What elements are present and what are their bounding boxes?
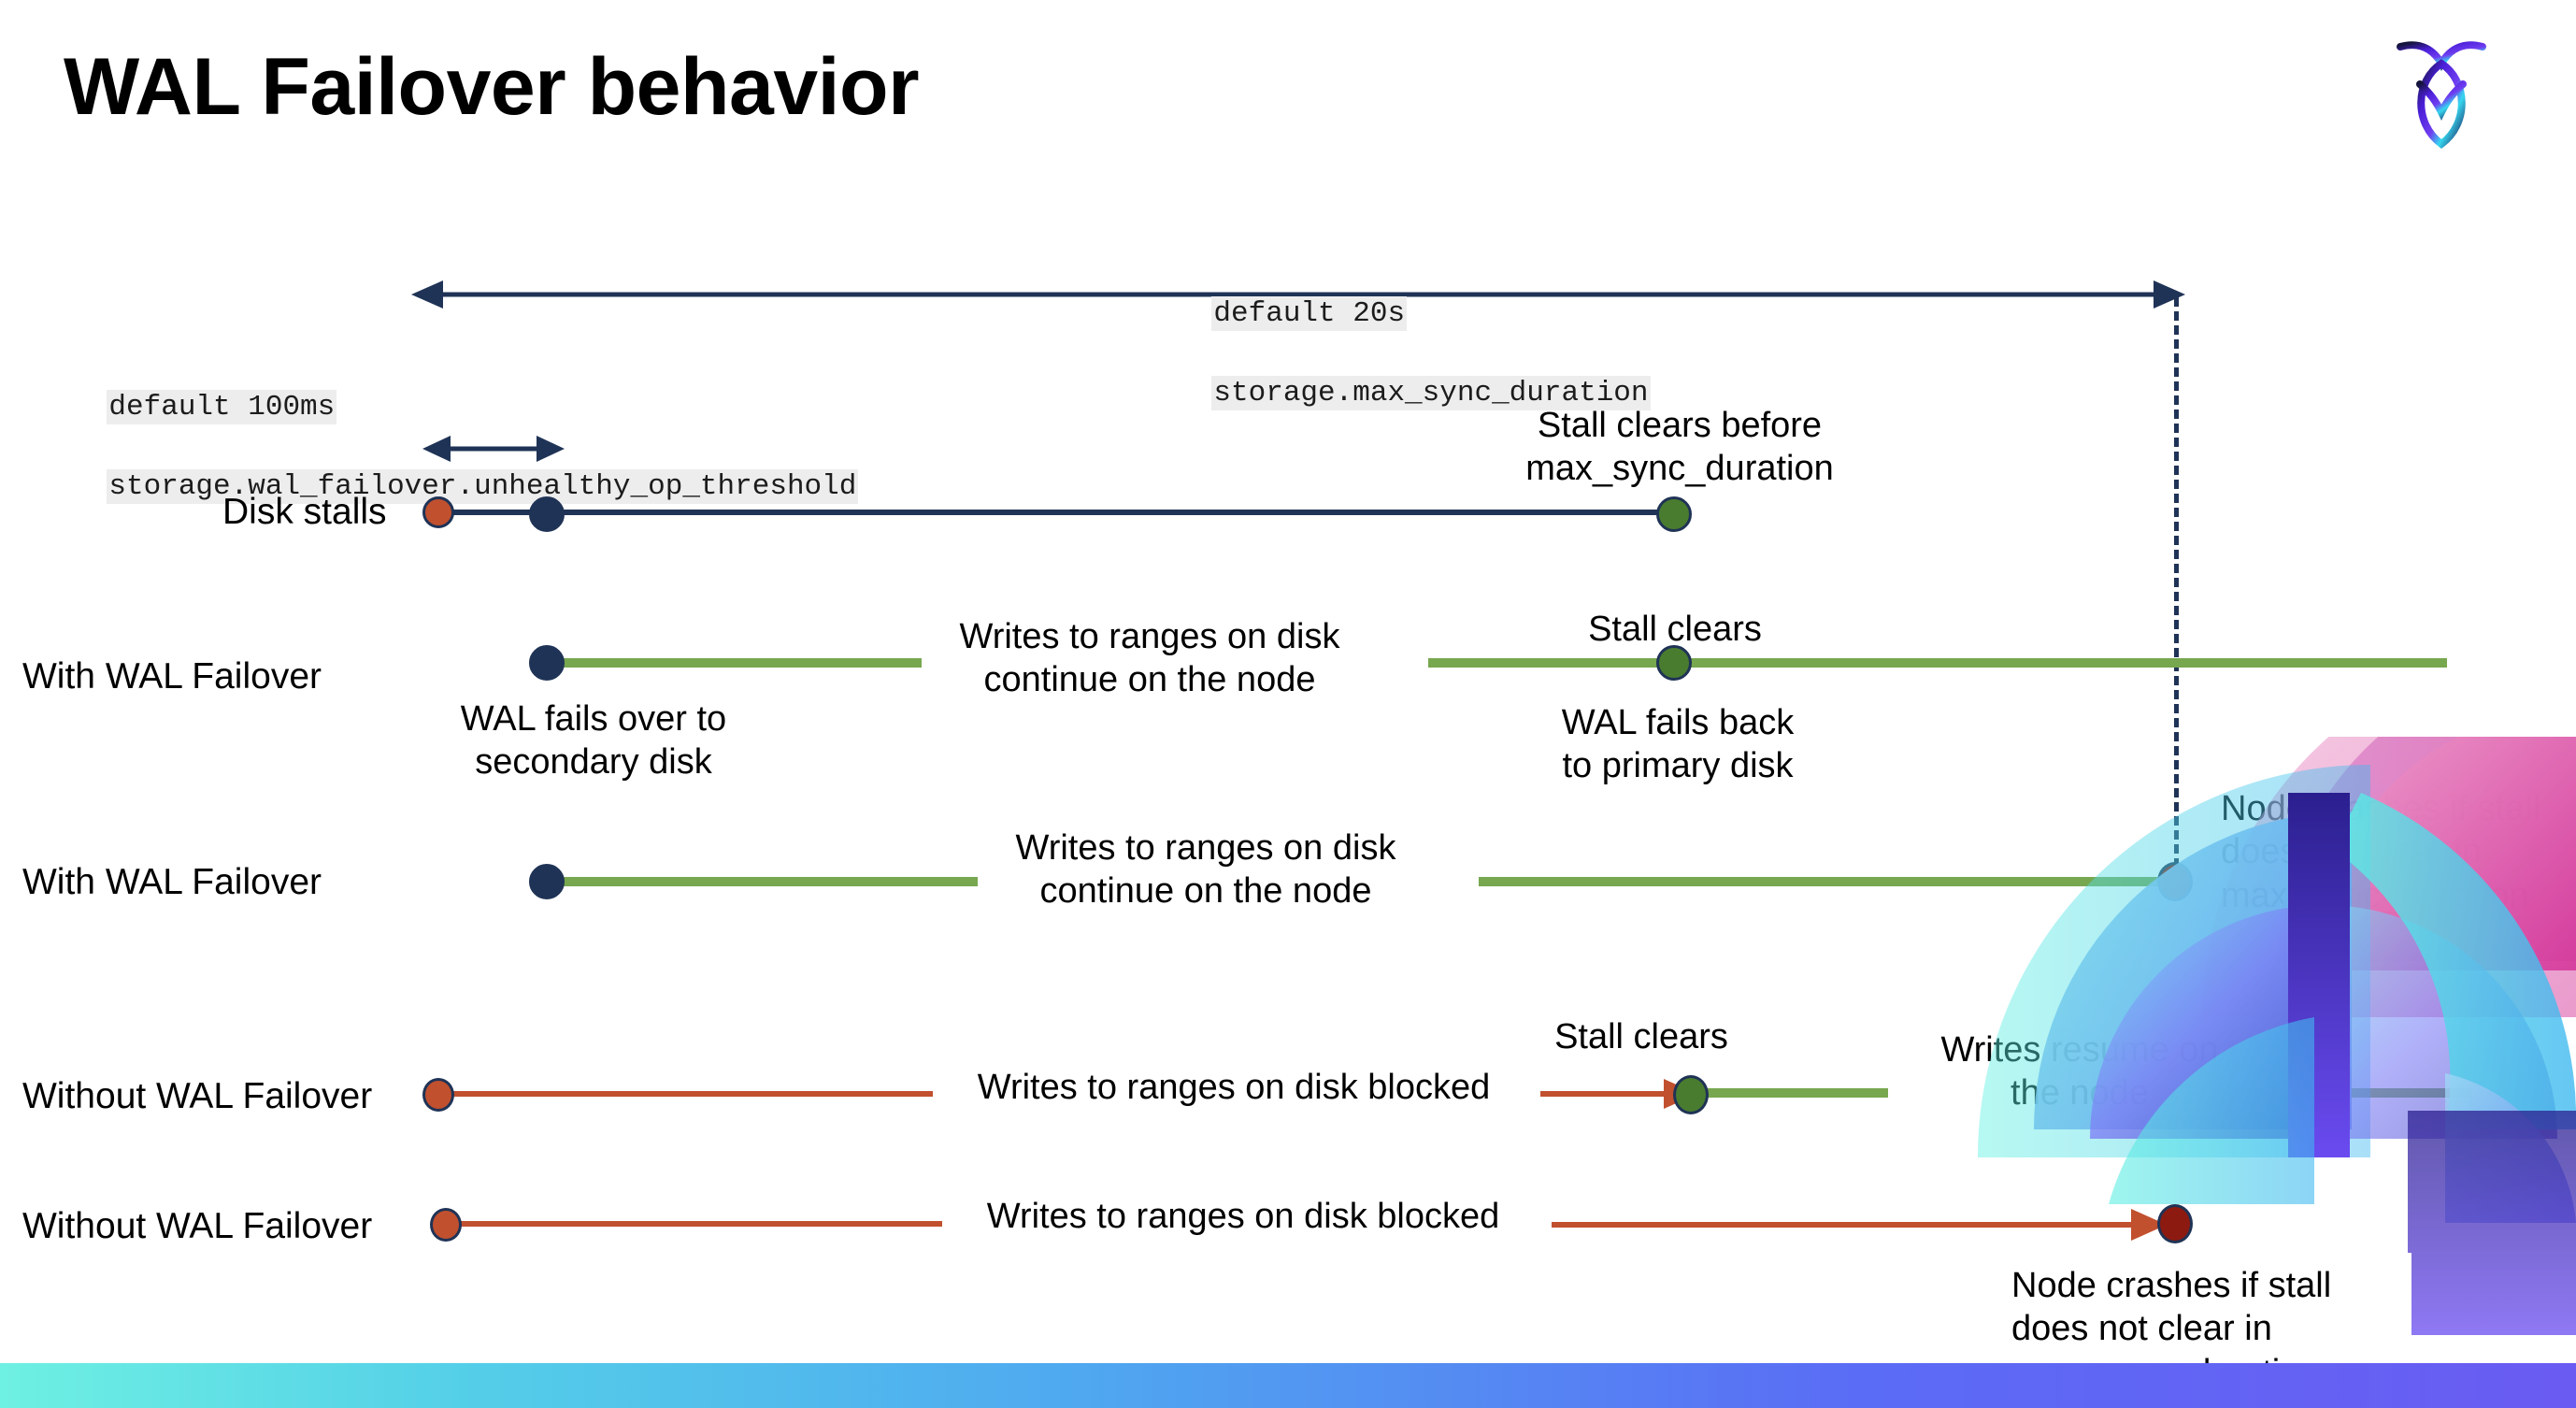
max-sync-duration-span-arrow <box>411 280 2185 309</box>
with-wal-failover-crash-start-dot <box>529 864 565 899</box>
annotation-writes-resume: Writes resume on the node <box>1940 1030 2219 1113</box>
row-label-without-wal-failover-clears: Without WAL Failover <box>22 1076 373 1116</box>
cockroachdb-logo-icon <box>2389 26 2494 153</box>
annotation-stall-clears-1: Stall clears <box>1588 610 1762 649</box>
max-sync-duration-label: default 20s storage.max_sync_duration <box>1142 254 1651 454</box>
disk-stall-failover-dot <box>529 496 565 532</box>
with-wal-failover-crash-timeline-left <box>548 877 978 886</box>
row-label-disk-stalls: Disk stalls <box>222 492 387 532</box>
without-wal-failover-clears-event-dot <box>1673 1075 1709 1114</box>
with-wal-failover-crash-node-dot <box>2157 862 2193 901</box>
annotation-node-crashes-1: Node crashes if stall does not clear in … <box>2221 789 2541 915</box>
without-wal-failover-clears-timeline-mid <box>1701 1088 1888 1098</box>
with-wal-failover-clears-timeline-right <box>1428 658 2447 668</box>
without-wal-failover-crash-timeline-left <box>437 1221 942 1227</box>
unhealthy-op-threshold-setting: storage.wal_failover.unhealthy_op_thresh… <box>107 469 859 505</box>
with-wal-failover-clears-event-dot <box>1656 645 1692 681</box>
annotation-wal-fails-over: WAL fails over to secondary disk <box>460 699 727 783</box>
without-wal-failover-crash-start-dot <box>430 1208 462 1242</box>
disk-stall-start-dot <box>422 496 454 528</box>
with-wal-failover-clears-timeline-left <box>548 658 922 668</box>
disk-stalls-timeline <box>437 510 1681 515</box>
annotation-writes-blocked-1: Writes to ranges on disk blocked <box>977 1068 1491 1107</box>
with-wal-failover-clears-start-dot <box>529 645 565 681</box>
unhealthy-op-threshold-default: default 100ms <box>107 389 337 424</box>
unhealthy-op-threshold-label: default 100ms storage.wal_failover.unhea… <box>37 348 859 548</box>
with-wal-failover-crash-timeline-right <box>1479 877 2182 886</box>
max-sync-duration-default: default 20s <box>1211 295 1408 331</box>
annotation-writes-blocked-2: Writes to ranges on disk blocked <box>986 1197 1500 1236</box>
bottom-gradient-bar <box>0 1363 2576 1408</box>
without-wal-failover-crash-node-dot <box>2157 1204 2193 1243</box>
row-label-with-wal-failover-clears: With WAL Failover <box>22 656 322 697</box>
annotation-writes-continue-1: Writes to ranges on disk continue on the… <box>959 617 1340 700</box>
max-sync-duration-setting: storage.max_sync_duration <box>1211 376 1651 411</box>
annotation-wal-fails-back: WAL fails back to primary disk <box>1561 703 1795 786</box>
annotation-stall-clears-before: Stall clears before max_sync_duration <box>1525 406 1834 489</box>
without-wal-failover-clears-timeline-right <box>2292 1088 2471 1098</box>
row-label-with-wal-failover-crash: With WAL Failover <box>22 862 322 902</box>
without-wal-failover-clears-start-dot <box>422 1078 454 1112</box>
unhealthy-op-threshold-span-arrow <box>422 436 565 462</box>
page-title: WAL Failover behavior <box>64 42 920 132</box>
disk-stall-clears-dot <box>1656 496 1692 532</box>
without-wal-failover-clears-timeline-left <box>437 1091 933 1097</box>
row-label-without-wal-failover-crash: Without WAL Failover <box>22 1206 373 1246</box>
max-sync-duration-boundary-line <box>2174 297 2179 882</box>
annotation-writes-continue-2: Writes to ranges on disk continue on the… <box>1015 828 1396 912</box>
without-wal-failover-crash-arrow <box>1552 1209 2167 1241</box>
annotation-stall-clears-2: Stall clears <box>1554 1017 1728 1056</box>
